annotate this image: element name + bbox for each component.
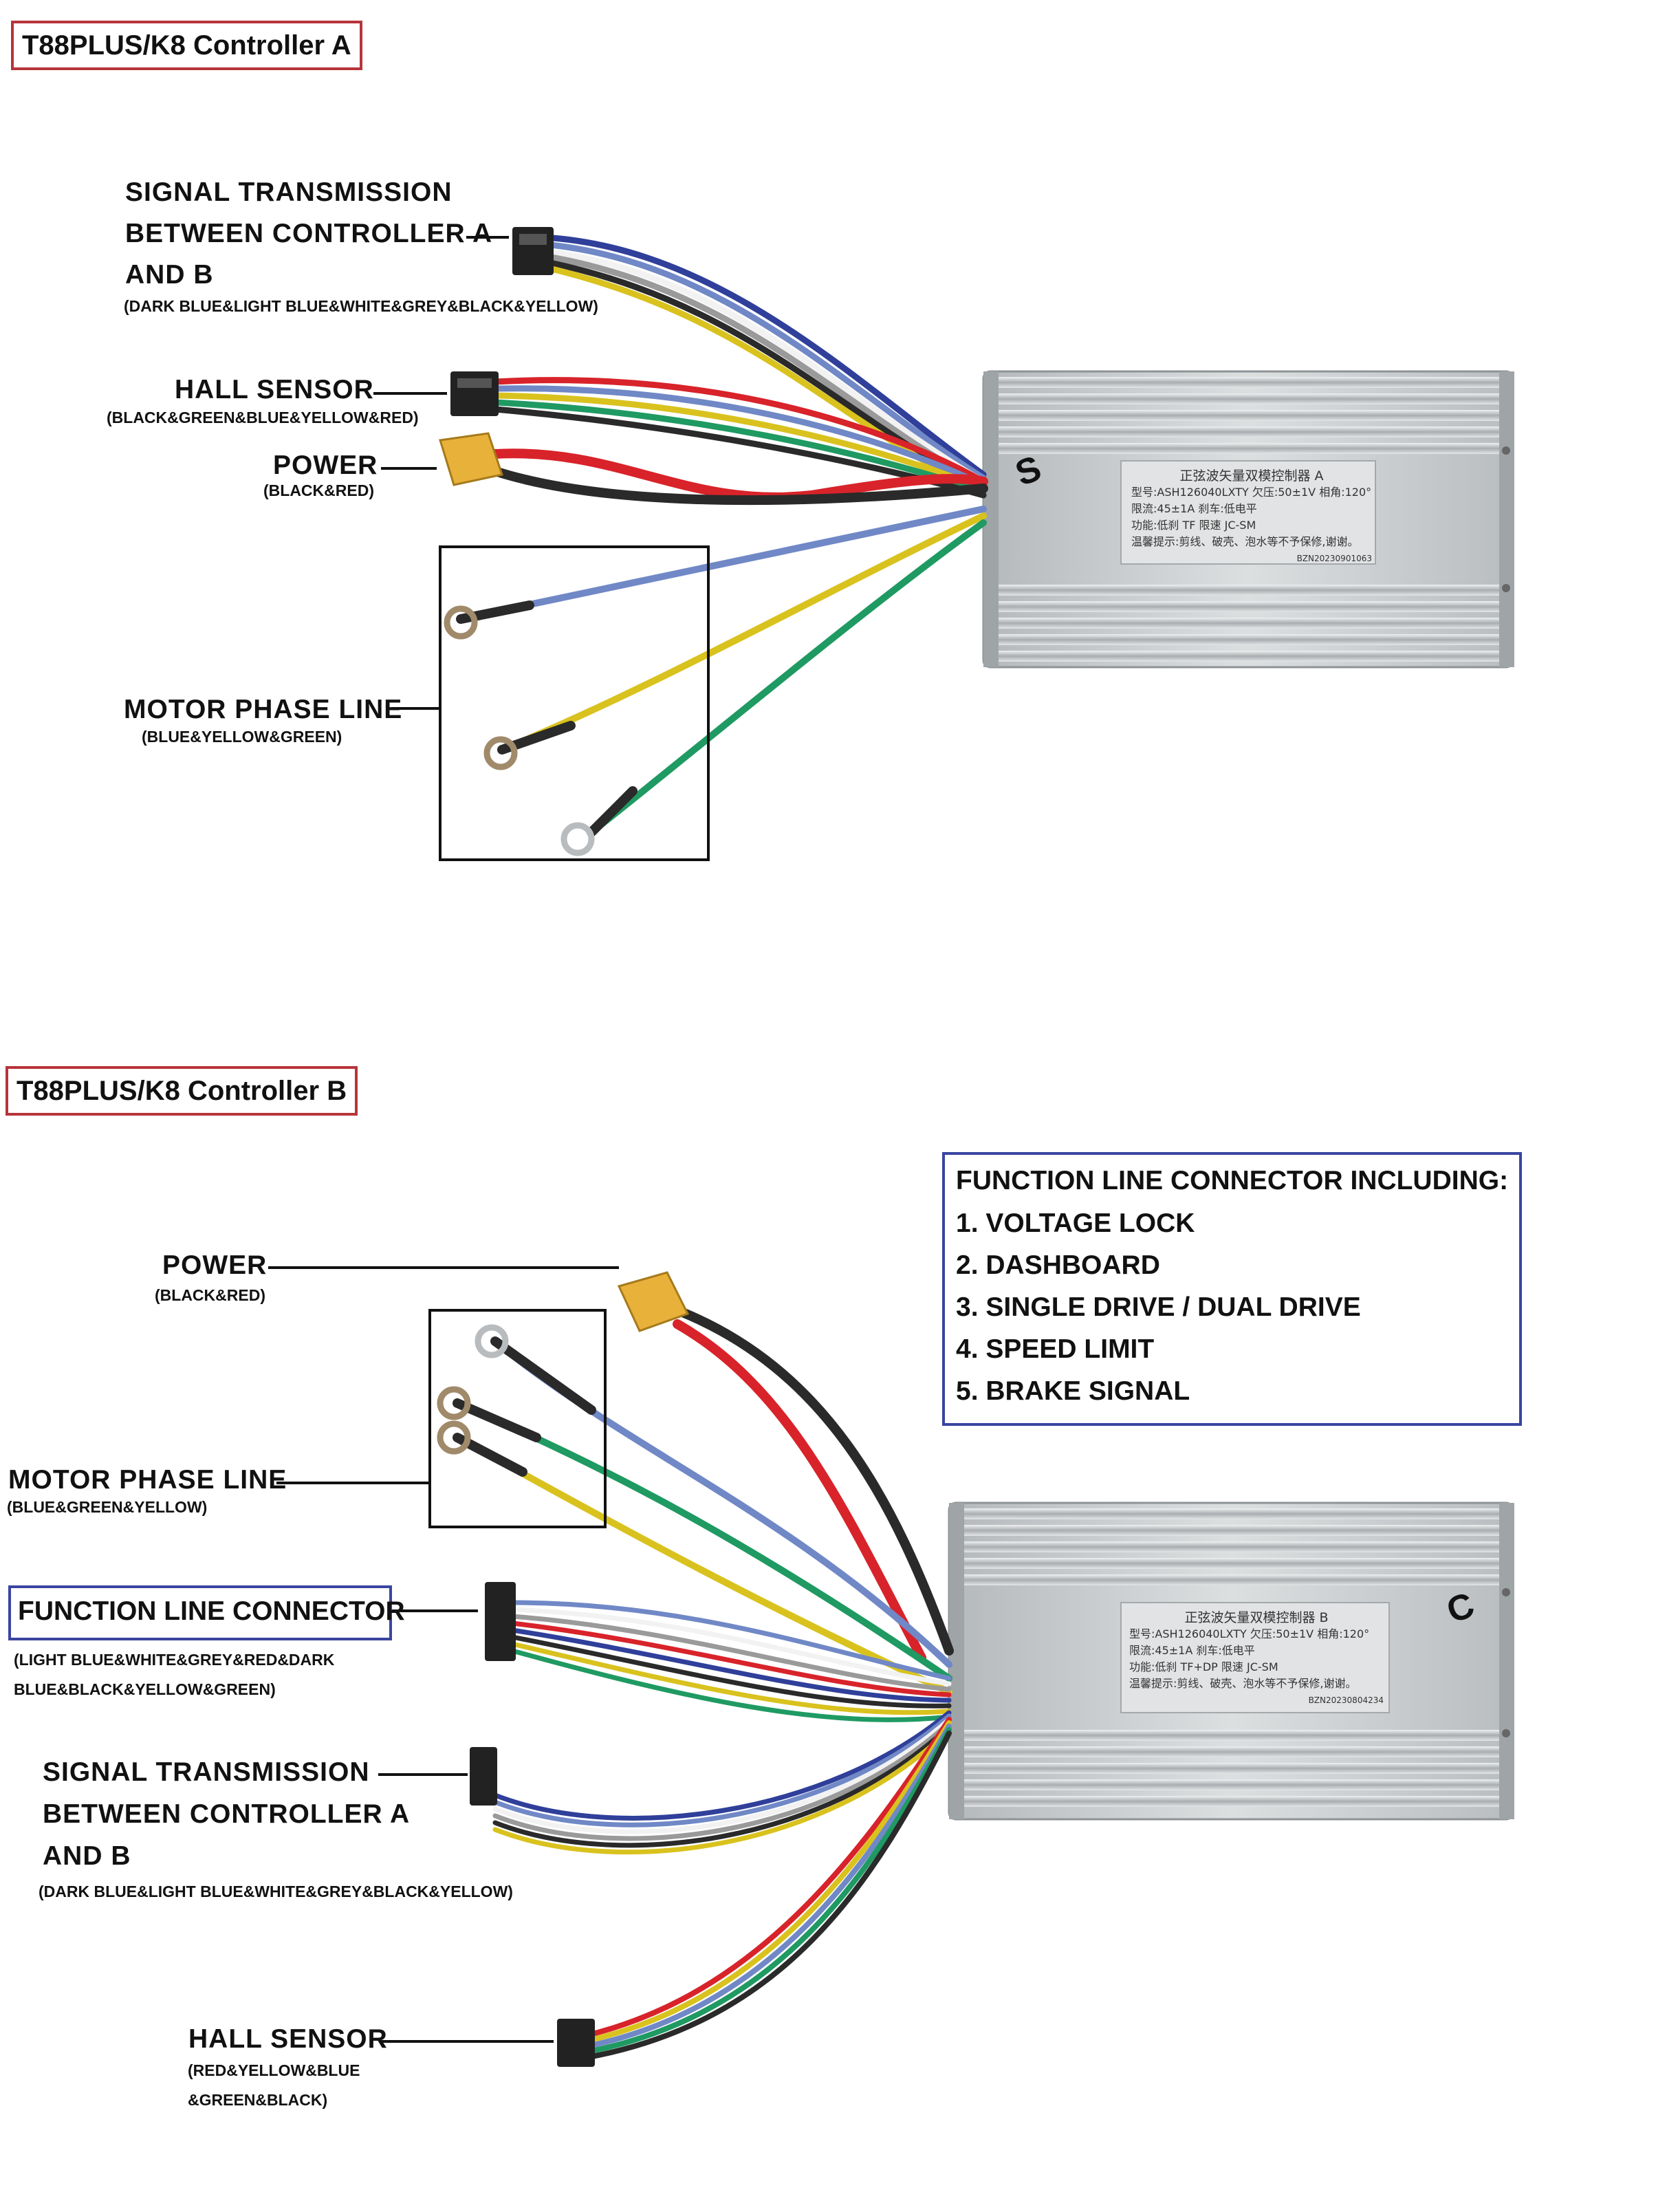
controller-a-nameplate: 正弦波矢量双模控制器 A 型号:ASH126040LXTY 欠压:50±1V 相…	[1131, 468, 1372, 567]
controller-b-motor-label: MOTOR PHASE LINE	[8, 1465, 287, 1495]
controller-b-function-colors-line2: BLUE&BLACK&YELLOW&GREEN)	[14, 1680, 276, 1698]
controller-a-signal-colors: (DARK BLUE&LIGHT BLUE&WHITE&GREY&BLACK&Y…	[124, 297, 598, 315]
controller-b-power-colors: (BLACK&RED)	[155, 1286, 265, 1304]
controller-b-connectors	[437, 1271, 690, 2067]
controller-a-drawing	[373, 227, 1514, 861]
controller-a-motor-label: MOTOR PHASE LINE	[124, 695, 403, 724]
controller-a-signal-label-line2: BETWEEN CONTROLLER A	[125, 219, 493, 248]
controller-b-nameplate-row3: 功能:低刹 TF+DP 限速 JC-SM	[1129, 1660, 1278, 1673]
controller-a-fins-bottom	[997, 585, 1503, 662]
controller-b-leaders	[268, 1266, 619, 2043]
controller-a-nameplate-row1: 型号:ASH126040LXTY 欠压:50±1V 相角:120°	[1131, 486, 1372, 499]
controller-b-motor-wires	[453, 1336, 952, 1695]
controller-b-hall-colors-line1: (RED&YELLOW&BLUE	[188, 2061, 360, 2079]
function-line-connector-box: FUNCTION LINE CONNECTOR	[8, 1585, 405, 1640]
controller-a-connectors	[439, 227, 595, 856]
controller-a-fins-top	[997, 377, 1503, 454]
function-info-item: 2. DASHBOARD	[956, 1250, 1160, 1280]
function-info-item: 5. BRAKE SIGNAL	[956, 1376, 1190, 1406]
controller-b-power-label: POWER	[162, 1250, 268, 1280]
controller-a-hall-colors: (BLACK&GREEN&BLUE&YELLOW&RED)	[107, 409, 419, 426]
controller-a-nameplate-row2: 限流:45±1A 刹车:低电平	[1131, 502, 1257, 515]
controller-a-signal-label-line3: AND B	[125, 260, 214, 290]
controller-a-title: T88PLUS/K8 Controller A	[11, 21, 362, 70]
function-info-item: 4. SPEED LIMIT	[956, 1334, 1155, 1364]
controller-b-function-label: FUNCTION LINE CONNECTOR	[18, 1596, 405, 1626]
function-info-box: FUNCTION LINE CONNECTOR INCLUDING: 1. VO…	[942, 1152, 1522, 1426]
controller-b-drawing	[268, 1266, 1514, 2067]
controller-a-nameplate-row3: 功能:低刹 TF 限速 JC-SM	[1131, 519, 1256, 532]
controller-a-signal-label-line1: SIGNAL TRANSMISSION	[125, 177, 453, 207]
controller-b-power-wires	[673, 1305, 954, 1662]
controller-a-leaders	[373, 236, 710, 861]
controller-a-hall-label: HALL SENSOR	[175, 375, 374, 404]
controller-a-power-wires	[490, 448, 988, 506]
controller-b-function-wires	[510, 1600, 952, 1722]
controller-a-nameplate-row4: 温馨提示:剪线、破壳、泡水等不予保修,谢谢。	[1131, 535, 1359, 548]
controller-b-nameplate-row4: 温馨提示:剪线、破壳、泡水等不予保修,谢谢。	[1129, 1677, 1357, 1690]
controller-b-nameplate-serial: BZN20230804234	[1308, 1695, 1384, 1705]
controller-b-hall-wires	[582, 1717, 952, 2061]
controller-b-fins-top	[963, 1508, 1503, 1585]
controller-b-function-colors-line1: (LIGHT BLUE&WHITE&GREY&RED&DARK	[14, 1651, 335, 1669]
controller-b-nameplate-row1: 型号:ASH126040LXTY 欠压:50±1V 相角:120°	[1129, 1627, 1370, 1640]
controller-a-motor-wires	[456, 506, 987, 837]
controller-b-hall-colors-line2: &GREEN&BLACK)	[188, 2091, 328, 2109]
controller-a-hall-wires	[492, 377, 987, 499]
controller-b-signal-label-line2: BETWEEN CONTROLLER A	[43, 1799, 411, 1829]
controller-a-signal-wires	[540, 234, 987, 495]
controller-b-motor-colors: (BLUE&GREEN&YELLOW)	[7, 1498, 208, 1516]
controller-b-title: T88PLUS/K8 Controller B	[6, 1066, 358, 1116]
function-info-item: 3. SINGLE DRIVE / DUAL DRIVE	[956, 1292, 1361, 1322]
controller-b-signal-colors: (DARK BLUE&LIGHT BLUE&WHITE&GREY&BLACK&Y…	[39, 1883, 513, 1900]
controller-b-nameplate-row2: 限流:45±1A 刹车:低电平	[1129, 1644, 1255, 1657]
function-info-heading: FUNCTION LINE CONNECTOR INCLUDING:	[956, 1166, 1509, 1195]
controller-b-nameplate-title: 正弦波矢量双模控制器 B	[1184, 1610, 1329, 1625]
controller-a-motor-colors: (BLUE&YELLOW&GREEN)	[142, 728, 342, 746]
controller-b-signal-label-line3: AND B	[43, 1841, 131, 1871]
controller-b-hall-label: HALL SENSOR	[188, 2024, 388, 2054]
controller-a-power-colors: (BLACK&RED)	[263, 481, 374, 499]
controller-a-nameplate-serial: BZN20230901063	[1296, 554, 1372, 563]
function-info-item: 1. VOLTAGE LOCK	[956, 1208, 1195, 1238]
controller-a-nameplate-title: 正弦波矢量双模控制器 A	[1179, 468, 1324, 484]
controller-b-signal-label-line1: SIGNAL TRANSMISSION	[43, 1757, 370, 1787]
controller-b-fins-bottom	[963, 1730, 1503, 1807]
controller-b-nameplate: 正弦波矢量双模控制器 B 型号:ASH126040LXTY 欠压:50±1V 相…	[1129, 1609, 1384, 1709]
controller-a-housing	[982, 370, 1514, 669]
controller-b-signal-wires	[492, 1710, 952, 1855]
controller-b-housing	[948, 1501, 1514, 1821]
controller-a-power-label: POWER	[273, 451, 378, 480]
